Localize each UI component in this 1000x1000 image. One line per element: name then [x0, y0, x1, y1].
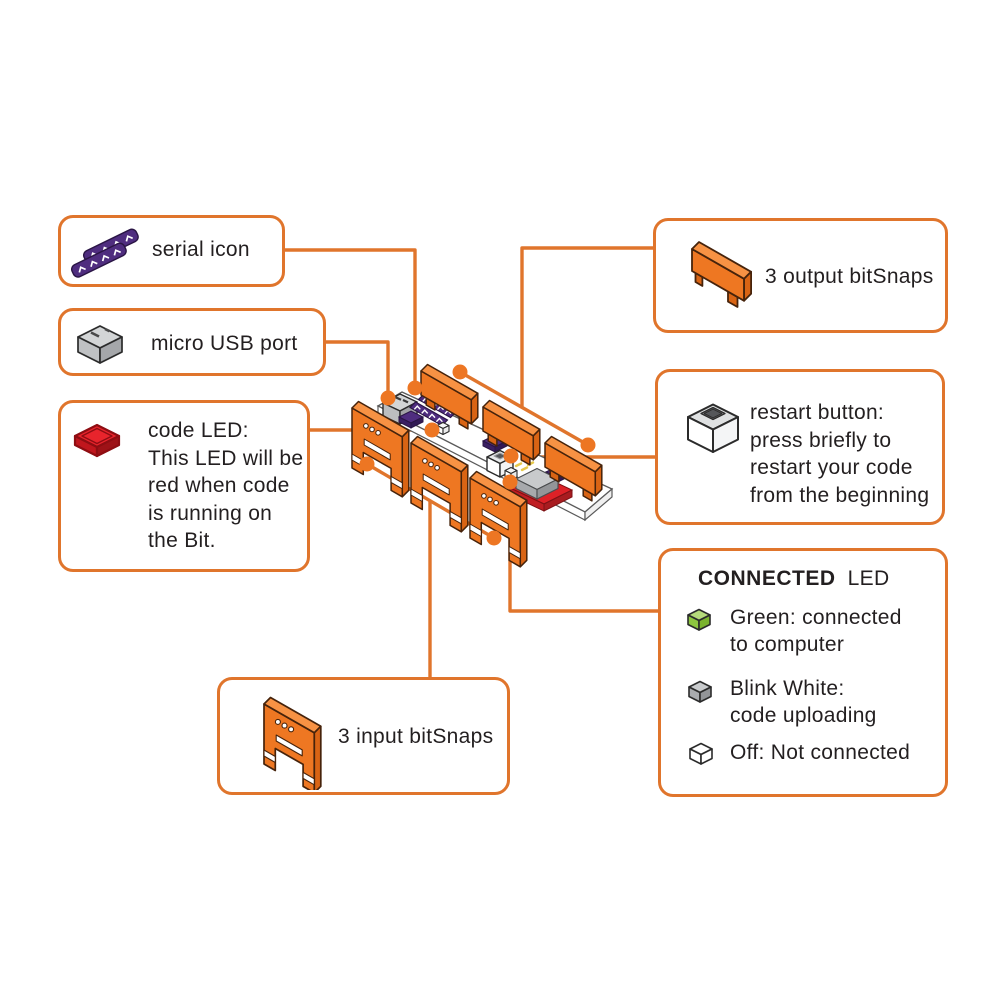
connector-usb [324, 340, 390, 394]
green-led-icon [687, 608, 711, 631]
connector-dots [359, 364, 596, 546]
connector-output [520, 246, 655, 408]
output-bitsnaps [420, 363, 603, 502]
output-bitsnap-2 [482, 399, 541, 466]
connected-title-bold: CONNECTED [698, 567, 836, 590]
blink-line-2: code uploading [730, 704, 877, 727]
board-processor-chip [514, 467, 560, 500]
connector-serial [283, 248, 417, 385]
connected-title-rest: LED [847, 567, 890, 590]
input-bitsnaps [351, 400, 528, 568]
blink-white-led-icon [688, 680, 712, 703]
off-led-icon [689, 742, 713, 765]
restart-line-4: from the beginning [750, 483, 930, 507]
restart-line-1: restart button: [750, 401, 885, 424]
input-bitsnap-3 [469, 470, 528, 568]
restart-button-icon [687, 403, 739, 453]
connected-off-label: Off: Not connected [730, 739, 910, 766]
code-led-line-4: is running on [148, 501, 273, 525]
blink-line-1: Blink White: [730, 677, 845, 700]
input-bitsnaps-label: 3 input bitSnaps [338, 725, 494, 748]
off-line-1: Off: Not connected [730, 741, 911, 764]
micro-usb-port-label: micro USB port [151, 332, 298, 355]
connected-green-label: Green: connected to computer [730, 604, 902, 658]
serial-icon [70, 228, 139, 278]
code-led-line-2: This LED will be [148, 446, 304, 470]
green-line-2: to computer [730, 633, 845, 656]
dot-input-start [359, 456, 375, 472]
input-bitsnap-2 [410, 435, 469, 533]
green-line-1: Green: connected [730, 606, 902, 629]
code-led-line-1: code LED: [148, 419, 249, 442]
code-led-label: code LED: This LED will be red when code… [148, 417, 303, 555]
code-led-icon [73, 423, 121, 458]
dot-code-led [424, 422, 440, 438]
dot-output-end [580, 437, 596, 453]
micro-usb-icon [77, 325, 123, 364]
dot-connected [502, 474, 518, 490]
serial-icon-label: serial icon [152, 238, 250, 261]
input-bitsnap-icon [263, 696, 322, 790]
dot-output-start [452, 364, 468, 380]
output-bitsnap-3 [544, 435, 603, 502]
code-led-line-5: the Bit. [148, 529, 216, 552]
dot-restart [503, 448, 519, 464]
connected-led-title: CONNECTED LED [698, 565, 889, 592]
code-led-line-3: red when code [148, 474, 290, 497]
output-bitsnap-icon [691, 241, 752, 308]
restart-button-label: restart button: press briefly to restart… [750, 399, 929, 509]
connector-output-span [458, 370, 590, 447]
restart-line-3: restart your code [750, 456, 913, 479]
dot-input-end [486, 530, 502, 546]
output-bitsnaps-label: 3 output bitSnaps [765, 265, 934, 288]
dot-serial [407, 380, 423, 396]
connected-blink-label: Blink White: code uploading [730, 675, 877, 729]
restart-line-2: press briefly to [750, 428, 892, 452]
input-bitsnap-1 [351, 400, 410, 498]
dot-usb [380, 390, 396, 406]
